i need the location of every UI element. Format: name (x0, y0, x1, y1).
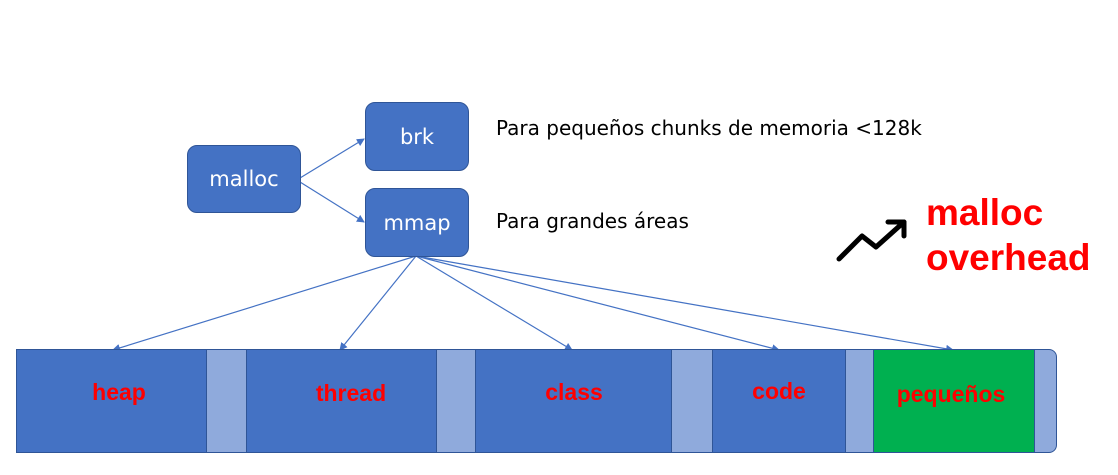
segment-heap-label: heap (92, 379, 146, 405)
arrow-mmap-to-class (415, 255, 573, 351)
brk-node: brk (365, 102, 469, 171)
arrow-malloc-to-brk (299, 138, 365, 179)
brk-node-label: brk (399, 124, 435, 149)
overhead-line-2: overhead (926, 237, 1091, 278)
arrow-mmap-to-pequenos (415, 255, 954, 353)
arrow-mmap-to-heap (112, 255, 417, 352)
mmap-caption: Para grandes áreas (496, 209, 689, 233)
mmap-node: mmap (365, 188, 469, 257)
overhead-line-1: malloc (926, 192, 1044, 233)
arrow-malloc-to-mmap (299, 181, 365, 223)
segment-class-label: class (545, 379, 603, 405)
brk-caption: Para pequeños chunks de memoria <128k (496, 116, 922, 140)
malloc-overhead-label: malloc overhead (926, 190, 1091, 280)
segment-thread-label: thread (315, 380, 387, 406)
malloc-node: malloc (187, 145, 301, 213)
segment-pequenos (873, 349, 1035, 453)
segment-pequenos-label: pequeños (896, 381, 1006, 407)
segment-code (712, 349, 846, 453)
arrow-mmap-to-thread (339, 255, 417, 351)
segment-class (475, 349, 672, 453)
arrow-mmap-to-code (415, 255, 780, 353)
segment-thread (246, 349, 437, 453)
mmap-node-label: mmap (383, 210, 451, 235)
segment-heap (16, 349, 207, 453)
malloc-node-label: malloc (209, 167, 279, 191)
trending-up-icon (836, 219, 907, 262)
segment-code-label: code (752, 378, 806, 404)
